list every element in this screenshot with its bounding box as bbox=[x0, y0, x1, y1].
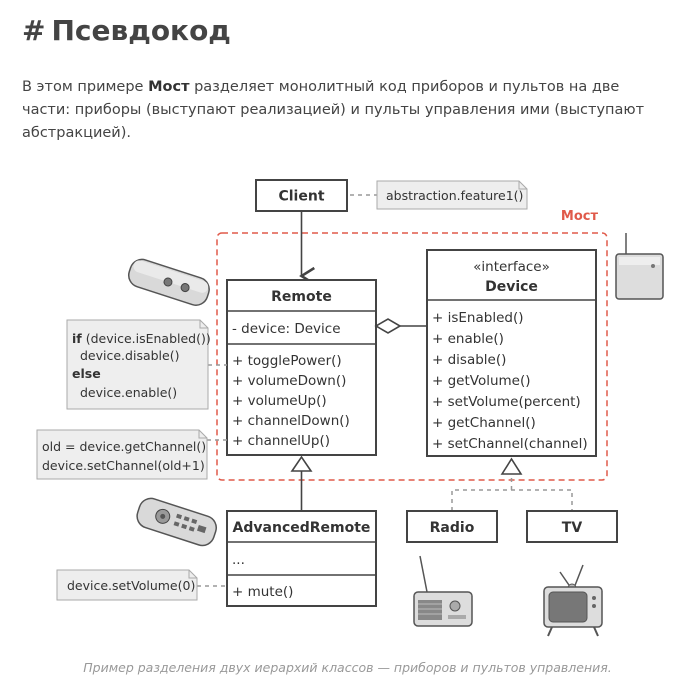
device-method: + setVolume(percent) bbox=[432, 394, 581, 410]
toggle-power-note: if (device.isEnabled()) device.disable()… bbox=[66, 319, 211, 410]
simple-remote-icon bbox=[128, 258, 210, 306]
client-note: abstraction.feature1() bbox=[376, 180, 528, 210]
remote-device-aggregation bbox=[374, 318, 427, 334]
note-condition: (device.isEnabled()) bbox=[82, 331, 211, 346]
bridge-region bbox=[216, 232, 608, 481]
figure-caption: Пример разделения двух иерархий классов … bbox=[83, 660, 612, 675]
device-stereotype: «interface» bbox=[473, 259, 550, 275]
page-title-text: Псевдокод bbox=[51, 14, 231, 47]
note-keyword-else: else bbox=[72, 366, 101, 381]
client-class-name: Client bbox=[278, 189, 324, 205]
mute-note: device.setVolume(0) bbox=[56, 569, 198, 601]
remote-method: + volumeUp() bbox=[232, 393, 327, 409]
remote-method: + volumeDown() bbox=[232, 373, 346, 389]
hash-mark: # bbox=[22, 14, 46, 47]
page-title: #Псевдокод bbox=[22, 14, 231, 47]
advanced-remote-field: ... bbox=[232, 552, 245, 568]
advanced-remote-inheritance bbox=[290, 455, 313, 511]
device-realization bbox=[451, 457, 573, 511]
advanced-remote-icon bbox=[136, 497, 217, 547]
channel-note-line: device.setChannel(old+1) bbox=[42, 458, 205, 473]
intro-bold-term: Мост bbox=[148, 79, 190, 95]
device-method: + setChannel(channel) bbox=[432, 436, 588, 452]
advanced-remote-class[interactable]: AdvancedRemote ... + mute() bbox=[226, 510, 377, 607]
client-note-text: abstraction.feature1() bbox=[386, 188, 523, 203]
tv-class-name: TV bbox=[562, 520, 583, 536]
remote-method: + channelDown() bbox=[232, 413, 350, 429]
remote-field-device: - device: Device bbox=[232, 321, 341, 337]
volume-note-text: device.setVolume(0) bbox=[67, 578, 195, 593]
intro-text-1: В этом примере bbox=[22, 79, 149, 95]
bridge-label: Мост bbox=[561, 209, 599, 224]
device-method: + enable() bbox=[432, 331, 504, 347]
remote-method: + channelUp() bbox=[232, 433, 330, 449]
channel-up-note: old = device.getChannel() device.setChan… bbox=[36, 429, 208, 480]
device-method: + disable() bbox=[432, 352, 506, 368]
intro-paragraph: В этом примере Мост разделяет монолитный… bbox=[22, 76, 672, 145]
radio-class[interactable]: Radio bbox=[406, 510, 498, 543]
device-method: + getVolume() bbox=[432, 373, 531, 389]
note-disable-line: device.disable() bbox=[80, 348, 179, 363]
device-method: + getChannel() bbox=[432, 415, 536, 431]
radio-icon bbox=[413, 555, 473, 627]
device-interface[interactable]: «interface» Device + isEnabled() + enabl… bbox=[426, 249, 597, 457]
advanced-remote-method: + mute() bbox=[232, 584, 293, 600]
radio-class-name: Radio bbox=[430, 520, 475, 536]
remote-method: + togglePower() bbox=[232, 353, 342, 369]
channel-note-line: old = device.getChannel() bbox=[42, 439, 206, 454]
device-box-icon bbox=[615, 233, 664, 300]
device-method: + isEnabled() bbox=[432, 310, 523, 326]
svg-text:if (device.isEnabled()): if (device.isEnabled()) bbox=[72, 331, 211, 346]
remote-class[interactable]: Remote - device: Device + togglePower() … bbox=[226, 279, 377, 456]
note-keyword-if: if bbox=[72, 331, 82, 346]
advanced-remote-class-name: AdvancedRemote bbox=[233, 520, 371, 536]
client-class[interactable]: Client bbox=[255, 179, 348, 212]
remote-class-name: Remote bbox=[271, 289, 332, 305]
intro-text-2: разделяет монолитный код приборов и пуль… bbox=[22, 79, 645, 141]
device-interface-name: Device bbox=[485, 279, 538, 295]
tv-class[interactable]: TV bbox=[526, 510, 618, 543]
note-enable-line: device.enable() bbox=[80, 385, 177, 400]
tv-icon bbox=[543, 564, 603, 637]
